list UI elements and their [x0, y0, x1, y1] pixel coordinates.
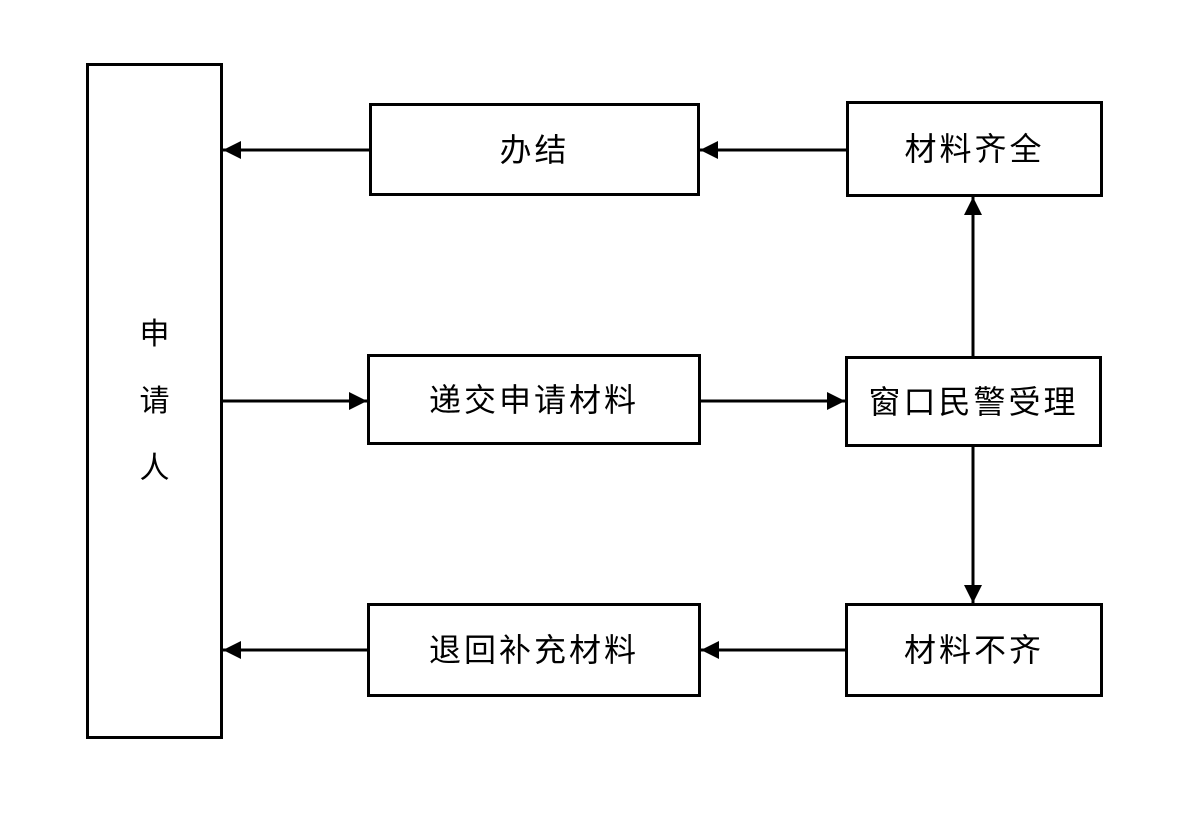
flow-node-materials-incomplete: 材料不齐 [845, 603, 1103, 697]
flow-node-materials-complete: 材料齐全 [846, 101, 1103, 197]
flow-node-applicant-label: 申请人 [139, 316, 170, 486]
flow-node-complete: 办结 [369, 103, 700, 196]
flow-node-return-supplement: 退回补充材料 [367, 603, 701, 697]
flow-node-complete-label: 办结 [499, 130, 570, 169]
flow-node-submit-materials: 递交申请材料 [367, 354, 701, 445]
flow-node-submit-materials-label: 递交申请材料 [428, 380, 639, 419]
flow-node-applicant: 申请人 [86, 63, 223, 739]
flow-node-window-police: 窗口民警受理 [845, 356, 1102, 447]
flow-node-window-police-label: 窗口民警受理 [868, 382, 1079, 421]
flow-node-materials-complete-label: 材料齐全 [904, 130, 1045, 168]
flow-node-materials-incomplete-label: 材料不齐 [903, 631, 1044, 669]
flow-node-return-supplement-label: 退回补充材料 [428, 631, 639, 669]
